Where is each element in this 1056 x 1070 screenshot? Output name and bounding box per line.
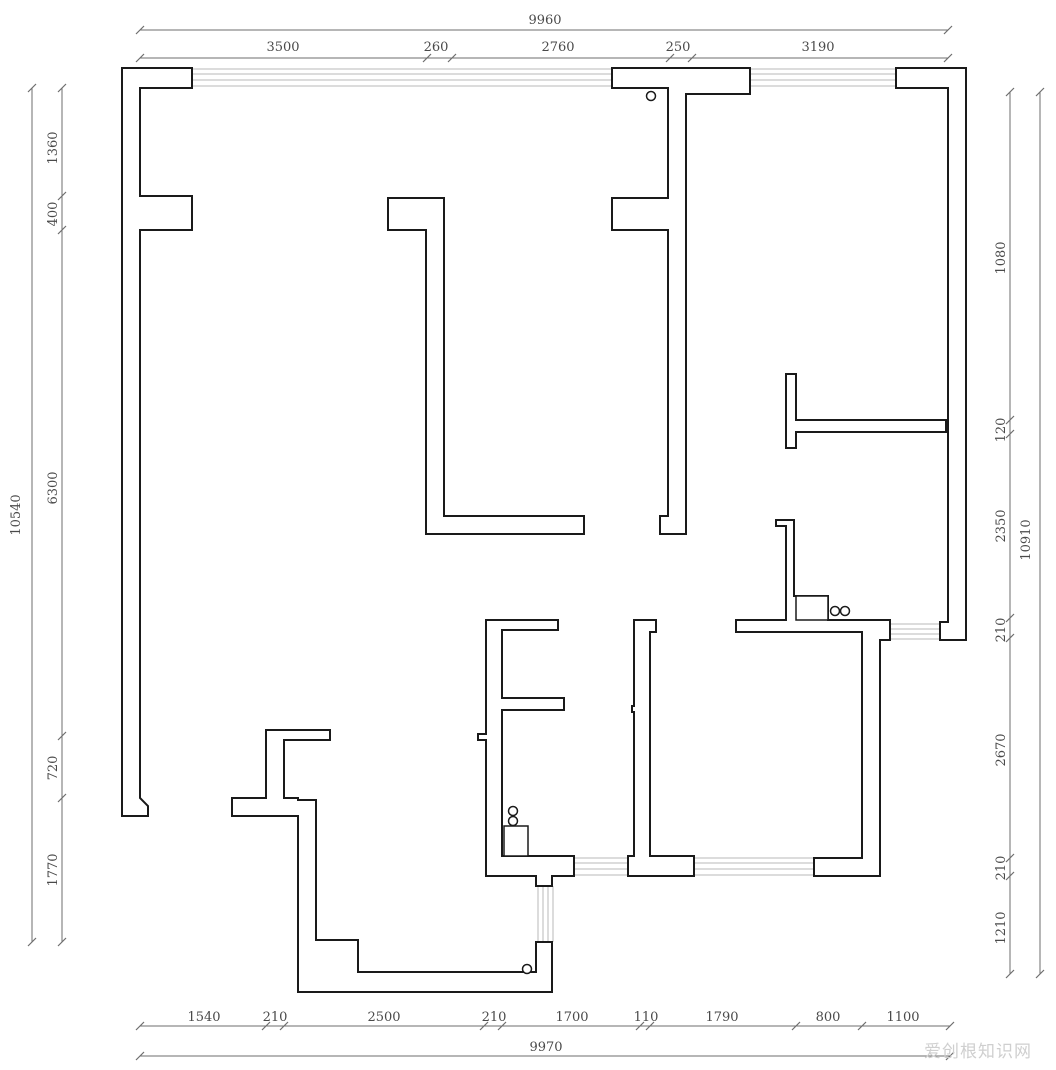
right-overall-label: 10910 xyxy=(1019,519,1034,560)
top-seg-2: 260 xyxy=(424,40,449,55)
windows xyxy=(192,68,940,942)
left-seg-5: 1770 xyxy=(46,853,61,886)
right-seg-1: 1080 xyxy=(994,241,1009,274)
bottom-dimensions: 1540 210 2500 210 1700 110 1790 800 1100… xyxy=(135,1010,955,1061)
window-top-left xyxy=(192,68,612,87)
bottom-overall-label: 9970 xyxy=(529,1040,562,1055)
wall-right-partition xyxy=(785,373,947,449)
wall-bottom-left xyxy=(231,729,553,993)
left-overall-label: 10540 xyxy=(9,494,24,535)
bottom-seg-7: 1790 xyxy=(705,1010,738,1025)
right-seg-7: 1210 xyxy=(994,911,1009,944)
top-seg-1: 3500 xyxy=(266,40,299,55)
right-seg-3: 2350 xyxy=(994,509,1009,542)
left-seg-3: 6300 xyxy=(46,471,61,504)
pipe-icon xyxy=(521,963,533,975)
pipe-icon xyxy=(839,605,851,617)
wall-center-vertical xyxy=(611,67,751,535)
shaft-box xyxy=(503,825,529,857)
right-seg-5: 2670 xyxy=(994,733,1009,766)
wall-center-partition xyxy=(627,619,695,877)
window-bottom-mid xyxy=(574,857,628,876)
top-overall-label: 9960 xyxy=(528,13,561,28)
bottom-seg-8: 800 xyxy=(816,1010,841,1025)
bottom-seg-1: 1540 xyxy=(187,1010,220,1025)
bottom-seg-5: 1700 xyxy=(555,1010,588,1025)
top-dimensions: 9960 3500 260 2760 250 3190 xyxy=(135,13,953,63)
right-seg-4: 210 xyxy=(994,618,1009,643)
left-seg-1: 1360 xyxy=(46,131,61,164)
top-seg-3: 2760 xyxy=(541,40,574,55)
pipe-icon xyxy=(507,805,519,817)
fixtures xyxy=(503,90,851,975)
shaft-box xyxy=(795,595,829,621)
right-seg-2: 120 xyxy=(994,418,1009,443)
bottom-seg-9: 1100 xyxy=(886,1010,919,1025)
left-dimensions: 10540 1360 400 6300 720 1770 xyxy=(9,83,67,947)
wall-outer-left xyxy=(121,67,193,817)
pipe-icon xyxy=(645,90,657,102)
window-top-right xyxy=(750,68,896,87)
window-bottom-right xyxy=(694,857,814,876)
bottom-seg-2: 210 xyxy=(263,1010,288,1025)
right-seg-6: 210 xyxy=(994,856,1009,881)
bottom-seg-6: 110 xyxy=(634,1010,659,1025)
wall-bath-block xyxy=(477,619,575,887)
watermark: 爱创根知识网 xyxy=(924,1042,1032,1062)
window-shaft-vertical xyxy=(537,886,554,942)
walls xyxy=(121,67,967,993)
bottom-seg-4: 210 xyxy=(482,1010,507,1025)
top-seg-5: 3190 xyxy=(801,40,834,55)
bottom-seg-3: 2500 xyxy=(367,1010,400,1025)
pipe-icon xyxy=(507,815,519,827)
left-seg-4: 720 xyxy=(46,756,61,781)
wall-center-l xyxy=(387,197,585,535)
top-seg-4: 250 xyxy=(666,40,691,55)
wall-outer-right xyxy=(895,67,967,641)
right-dimensions: 1080 120 2350 210 2670 210 1210 10910 xyxy=(994,87,1045,979)
left-seg-2: 400 xyxy=(46,202,61,227)
pipe-icon xyxy=(829,605,841,617)
window-right-mid xyxy=(890,623,940,640)
wall-right-corridor xyxy=(735,519,891,877)
